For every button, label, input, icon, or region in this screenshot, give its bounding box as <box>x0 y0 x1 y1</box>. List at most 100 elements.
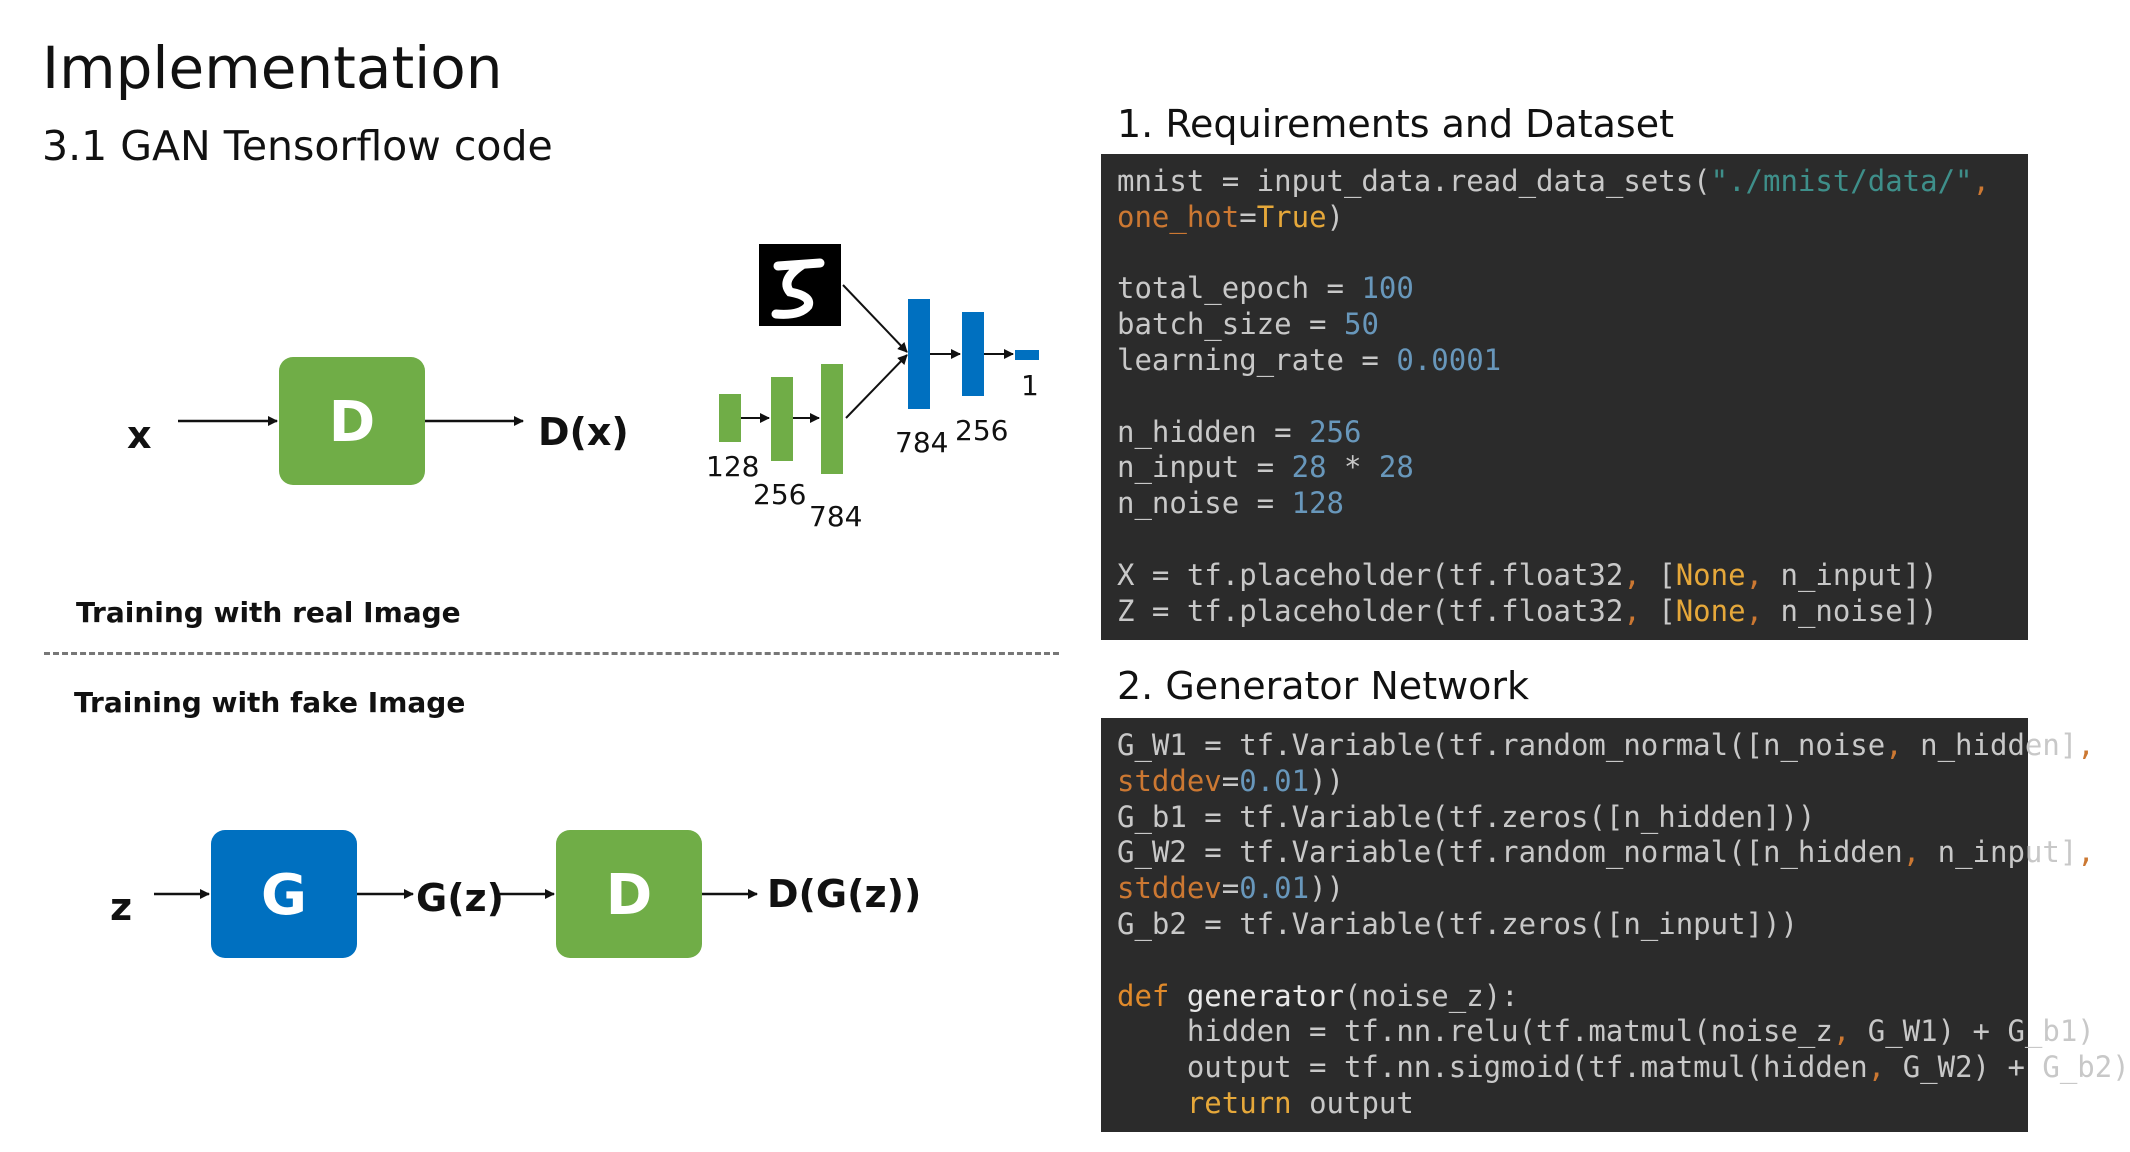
code-token: = <box>1221 763 1240 798</box>
code-token: batch_size = <box>1117 307 1344 342</box>
fake-mid-label: G(z) <box>416 876 504 920</box>
fake-input-label: z <box>110 885 132 929</box>
code-line <box>1117 522 2012 558</box>
code-token: , <box>1832 1014 1868 1049</box>
discriminator-block-real-label: D <box>329 390 375 455</box>
code-token: return <box>1186 1085 1310 1120</box>
layer-label-1: 1 <box>1021 369 1039 402</box>
layer-bar-256-g <box>771 377 793 461</box>
layer-label-784-d: 784 <box>895 426 948 459</box>
layer-bar-1 <box>1015 350 1039 360</box>
code-token: X = tf.placeholder(tf.float32 <box>1117 557 1624 592</box>
code-token: = <box>1221 871 1240 906</box>
real-output-label: D(x) <box>538 410 629 454</box>
code-line: G_b2 = tf.Variable(tf.zeros([n_input])) <box>1117 907 2012 943</box>
code-line: stddev=0.01)) <box>1117 764 2012 800</box>
code-token: , <box>1623 557 1659 592</box>
code-line <box>1117 943 2012 979</box>
code-token: * <box>1326 450 1379 485</box>
code-token: n_input]) <box>1780 557 1938 592</box>
code-line <box>1117 379 2012 415</box>
code-token: Z = tf.placeholder(tf.float32 <box>1117 593 1624 628</box>
code-token: stddev <box>1117 871 1222 906</box>
code-token: n_hidden] <box>1920 728 2078 762</box>
layer-bar-256-d <box>962 312 984 396</box>
code-token: G_W2) + G_b2) <box>1902 1050 2130 1085</box>
arrow-gen-to-disc <box>845 354 908 419</box>
code-token: output = tf.nn.sigmoid(tf.matmul(hidden <box>1117 1050 1868 1085</box>
code-line: n_hidden = 256 <box>1117 415 2012 451</box>
code-token: (noise_z): <box>1343 978 1519 1013</box>
code-token: G_b2 = tf.Variable(tf.zeros([n_input])) <box>1117 906 1798 941</box>
caption-fake-training: Training with fake Image <box>74 686 466 719</box>
section-divider <box>44 652 1059 655</box>
real-input-label: x <box>127 413 152 457</box>
layer-label-256-g: 256 <box>753 478 806 511</box>
code-line: X = tf.placeholder(tf.float32, [None, n_… <box>1117 558 2012 594</box>
code-token: mnist = input_data.read_data_sets( <box>1117 164 1711 198</box>
discriminator-block-fake <box>556 830 702 958</box>
discriminator-block-real <box>279 357 425 485</box>
code-token: n_input] <box>1937 835 2078 870</box>
code-token: "./mnist/data/" <box>1710 164 1973 198</box>
code-line: batch_size = 50 <box>1117 307 2012 343</box>
code-token: 256 <box>1309 414 1362 449</box>
code-token: , <box>1885 728 1921 762</box>
code-token: 28 <box>1378 450 1414 485</box>
code-line: learning_rate = 0.0001 <box>1117 343 2012 379</box>
fake-output-label: D(G(z)) <box>767 872 921 916</box>
code-token: True <box>1256 199 1327 234</box>
layer-label-256-d: 256 <box>955 414 1008 447</box>
code-line: output = tf.nn.sigmoid(tf.matmul(hidden,… <box>1117 1050 2130 1086</box>
code-token: n_hidden = <box>1117 414 1310 449</box>
code-token: 0.0001 <box>1396 342 1502 377</box>
arrow-img-to-disc <box>842 284 908 353</box>
code-line: Z = tf.placeholder(tf.float32, [None, n_… <box>1117 594 2012 630</box>
code-line: n_input = 28 * 28 <box>1117 450 2012 486</box>
code-token: output <box>1309 1085 1414 1120</box>
layer-bar-128 <box>719 394 741 442</box>
code-token: 0.01 <box>1239 871 1310 906</box>
code-token: n_noise]) <box>1780 593 1938 628</box>
code-token: [ <box>1658 557 1676 592</box>
generator-block <box>211 830 357 958</box>
code-token: , <box>1745 593 1781 628</box>
code-line: def generator(noise_z): <box>1117 979 2012 1015</box>
code-token: , <box>1623 593 1659 628</box>
code-token: , <box>2077 835 2095 870</box>
requirements-code-block: mnist = input_data.read_data_sets("./mni… <box>1101 154 2028 640</box>
code-token: total_epoch = <box>1117 271 1362 306</box>
code-token: G_W1 = tf.Variable(tf.random_normal([n_n… <box>1117 728 1886 762</box>
discriminator-block-fake-label: D <box>606 863 652 928</box>
code-line: G_W1 = tf.Variable(tf.random_normal([n_n… <box>1117 728 2095 764</box>
code-token <box>1117 1086 1187 1120</box>
code-token: , <box>1902 835 1938 870</box>
code-token: = <box>1239 199 1257 234</box>
code-token: G_W2 = tf.Variable(tf.random_normal([n_h… <box>1117 835 1903 870</box>
caption-real-training: Training with real Image <box>76 596 461 629</box>
layer-label-128: 128 <box>706 450 759 483</box>
code-line: G_W2 = tf.Variable(tf.random_normal([n_h… <box>1117 835 2095 871</box>
code-token: [ <box>1658 593 1676 628</box>
code-token: 0.01 <box>1239 763 1310 798</box>
generator-block-label: G <box>261 863 307 928</box>
code-token: stddev <box>1117 763 1222 798</box>
code-line: total_epoch = 100 <box>1117 271 2012 307</box>
slide-subtitle: 3.1 GAN Tensorflow code <box>42 122 553 170</box>
code-token: n_noise = <box>1117 486 1292 521</box>
code-token: 100 <box>1361 271 1414 306</box>
layer-label-784-g: 784 <box>809 500 862 533</box>
code-token: hidden = tf.nn.relu(tf.matmul(noise_z <box>1117 1014 1833 1049</box>
code-token: generator <box>1186 978 1344 1013</box>
code-line: mnist = input_data.read_data_sets("./mni… <box>1117 164 2012 200</box>
code-token: )) <box>1309 871 1344 906</box>
code-token: , <box>1745 557 1781 592</box>
code-line: stddev=0.01)) <box>1117 871 2012 907</box>
requirements-heading: 1. Requirements and Dataset <box>1117 102 1674 146</box>
code-token: 28 <box>1291 450 1327 485</box>
mnist-sample-image <box>759 244 841 326</box>
code-token: , <box>2077 728 2095 762</box>
code-token: 50 <box>1343 307 1379 342</box>
code-token: ) <box>1326 199 1344 234</box>
code-token: )) <box>1309 763 1344 798</box>
